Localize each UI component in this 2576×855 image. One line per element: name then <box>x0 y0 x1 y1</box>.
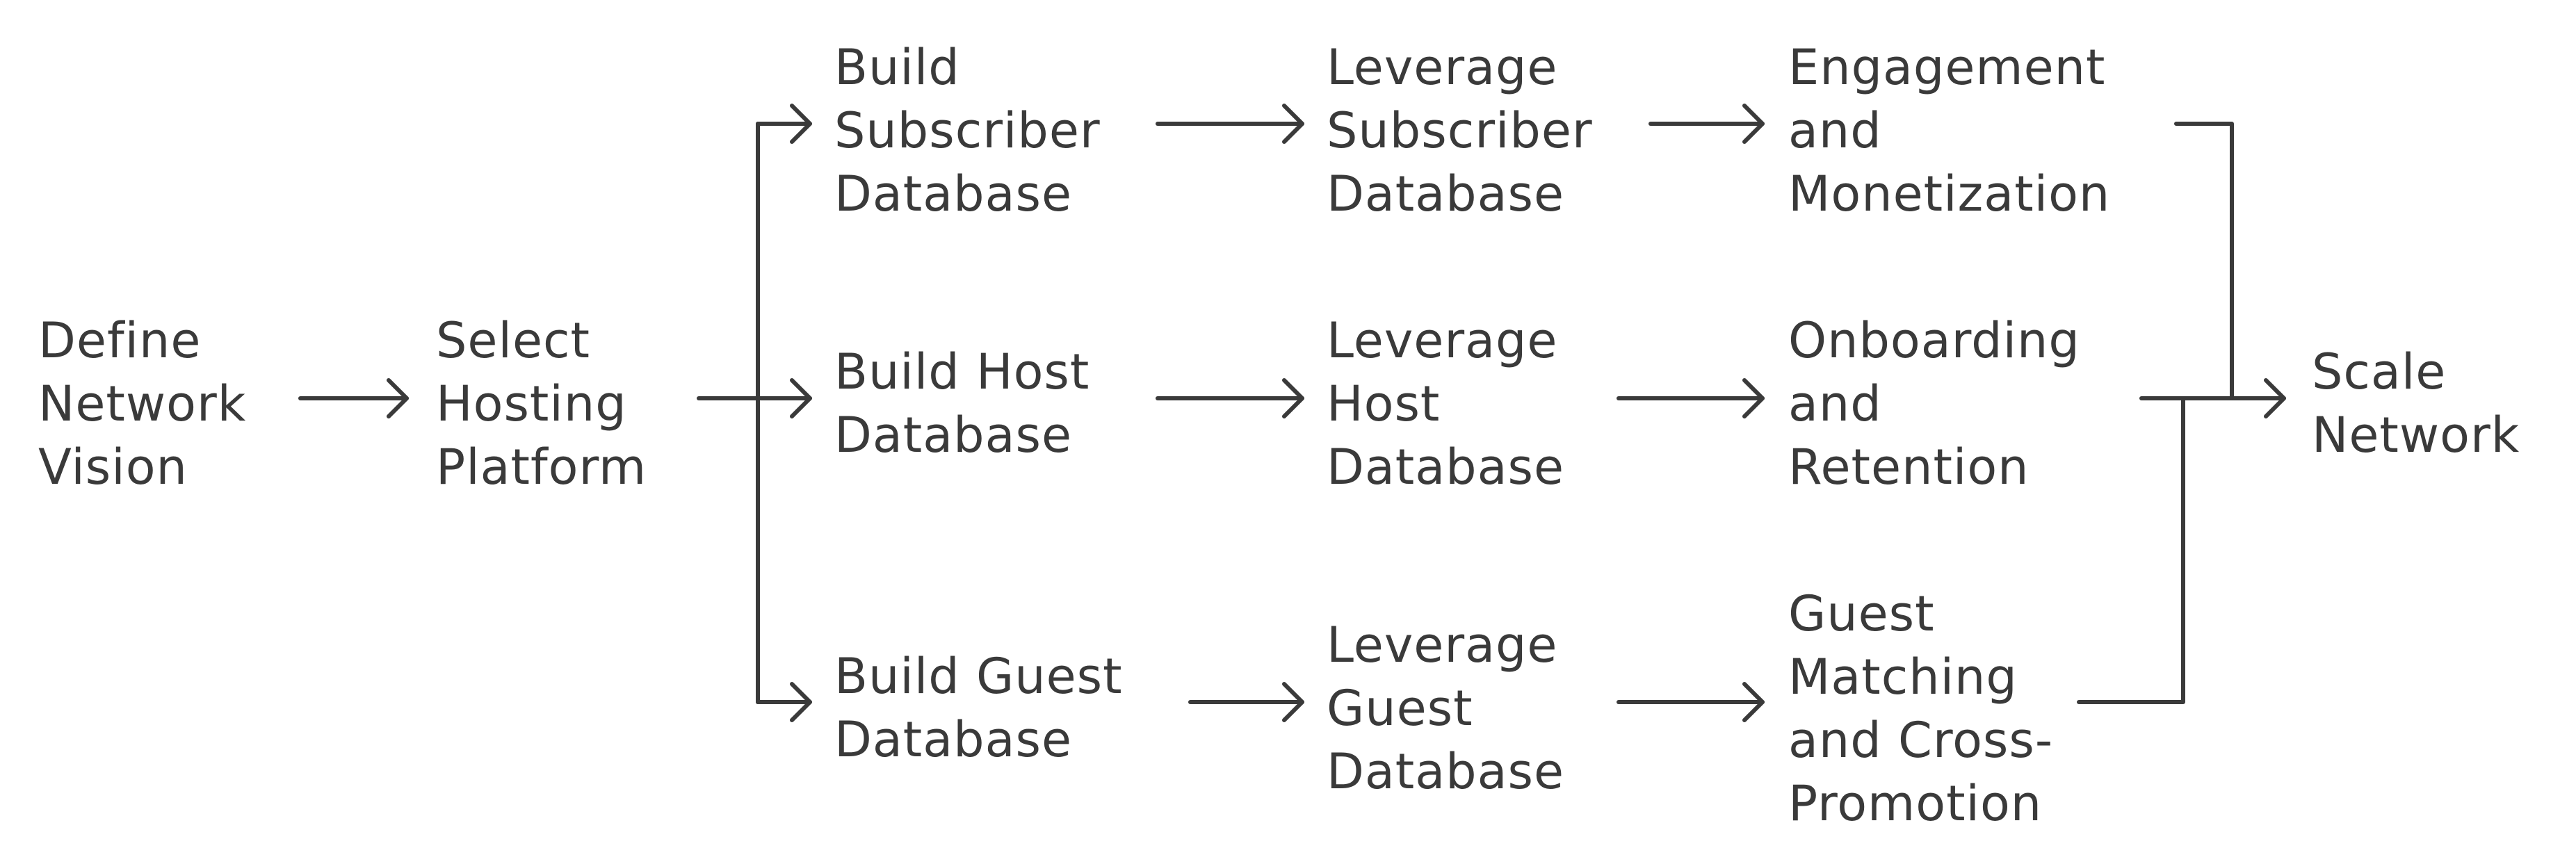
arrowhead-scale <box>2264 378 2286 418</box>
node-label-line: Database <box>1327 165 1565 222</box>
node-label-line: Guest <box>1327 680 1473 737</box>
node-label-line: Guest <box>1788 585 1935 642</box>
node-label-line: Subscriber <box>834 102 1101 159</box>
node-label-line: Platform <box>436 439 647 496</box>
node-label-line: Monetization <box>1788 165 2111 222</box>
node-label-line: Database <box>1327 439 1565 496</box>
arrowhead-select <box>387 378 409 418</box>
node-label-line: Database <box>1327 743 1565 800</box>
node-label-line: Matching <box>1788 649 2018 706</box>
node-label-line: Host <box>1327 375 1441 432</box>
node-label-line: and <box>1788 375 1882 432</box>
node-label-line: Database <box>834 165 1073 222</box>
arrowhead-leverage-subscriber <box>1282 104 1304 144</box>
node-label-line: Database <box>834 407 1073 464</box>
node-label-line: Build Host <box>834 343 1090 400</box>
node-label-line: Retention <box>1788 439 2030 496</box>
node-label-line: Leverage <box>1327 312 1558 369</box>
edge-guest-matching-scale <box>2077 396 2185 704</box>
arrowhead-onboarding <box>1742 378 1765 418</box>
node-label-line: Subscriber <box>1327 102 1593 159</box>
node-label-line: and <box>1788 102 1882 159</box>
node-label-line: and Cross- <box>1788 712 2054 769</box>
node-label-line: Network <box>38 375 247 432</box>
arrowhead-build-subscriber <box>790 104 812 144</box>
node-label-line: Scale <box>2312 343 2447 400</box>
arrowhead-engagement <box>1742 104 1765 144</box>
node-label-line: Vision <box>38 439 188 496</box>
node-label-line: Select <box>436 312 590 369</box>
node-label-line: Database <box>834 711 1073 768</box>
arrowhead-guest-matching <box>1742 682 1765 722</box>
node-label-line: Onboarding <box>1788 312 2080 369</box>
node-label-line: Define <box>38 312 202 369</box>
node-label-line: Leverage <box>1327 39 1558 96</box>
node-label-line: Leverage <box>1327 617 1558 674</box>
edge-engagement-scale <box>2174 122 2234 400</box>
arrowhead-leverage-host <box>1282 378 1304 418</box>
node-label-line: Network <box>2312 407 2520 464</box>
node-label-line: Promotion <box>1788 775 2043 832</box>
arrowhead-leverage-guest <box>1282 682 1304 722</box>
arrowhead-build-host <box>790 378 812 418</box>
node-label-line: Build <box>834 39 960 96</box>
node-label-line: Engagement <box>1788 39 2106 96</box>
node-label-line: Hosting <box>436 375 627 432</box>
node-label-line: Build Guest <box>834 648 1123 705</box>
arrowhead-build-guest <box>790 682 812 722</box>
